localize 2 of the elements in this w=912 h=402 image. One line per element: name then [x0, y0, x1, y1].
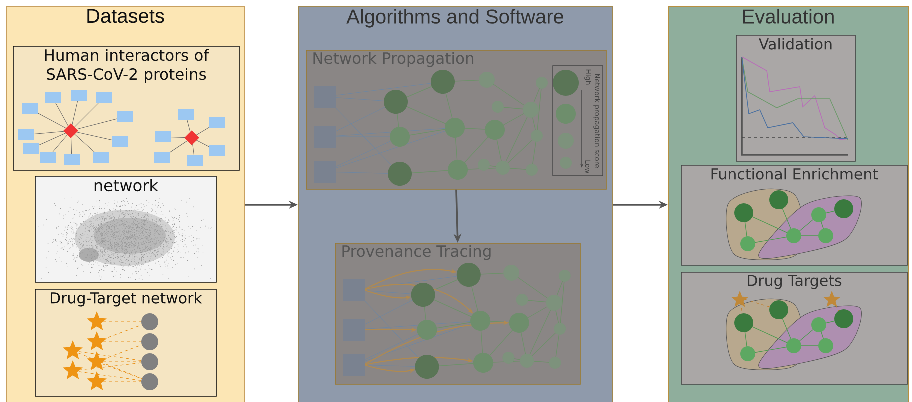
titled-box: Drug-Target network [35, 289, 217, 397]
titled-box: Validation [736, 35, 856, 162]
